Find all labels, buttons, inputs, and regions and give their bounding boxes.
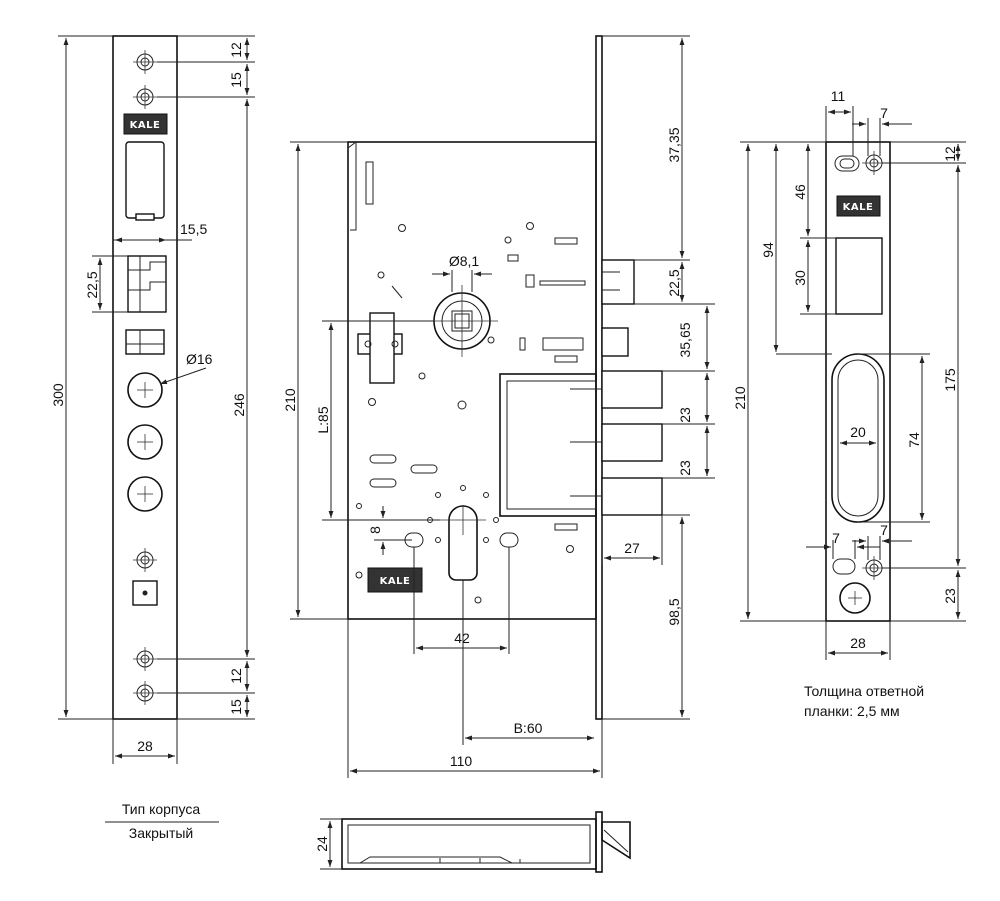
faceplate-screw-hole-4 [133,647,157,671]
svg-text:KALE: KALE [843,202,874,213]
faceplate-logo: KALE [123,113,168,135]
lock-bottom-view: 24 [314,811,631,873]
dim-slot-width: 20 [850,424,866,440]
lock-body-side-view: Ø8,1 [282,35,715,778]
strike-plate-view: KALE 11 7 12 175 [732,88,966,719]
dim-case-depth: 110 [450,753,473,769]
case-type-value: Закрытый [129,825,194,841]
dim-backset: B:60 [514,720,543,736]
dim-faceplate-bottom-12: 12 [228,668,244,684]
dim-strike-width: 28 [850,635,866,651]
dim-strike-94: 94 [760,242,776,258]
faceplate-screw-hole-3 [133,548,157,572]
dim-offset-8: 8 [367,526,383,534]
dim-faceplate-height: 300 [50,383,66,407]
faceplate-deadlatch [125,141,165,219]
strike-latch-window [835,237,883,315]
dim-gap-35: 35,65 [677,322,693,357]
dim-strike-210: 210 [732,386,748,410]
dim-faceplate-top-15: 15 [228,72,244,88]
svg-text:KALE: KALE [380,576,411,587]
lock-latch-protrusion [601,259,635,357]
strike-logo: KALE [836,195,881,217]
dim-strike-11: 11 [831,88,846,104]
lock-deadbolts [570,370,663,516]
dim-latch-travel: 22,5 [666,269,682,296]
faceplate-latch [127,255,167,313]
lock-case-logo: KALE [367,567,423,593]
lock-spindle-hub [426,285,498,357]
faceplate-outline [112,35,178,720]
dim-hole-spacing: 42 [454,630,470,646]
dim-top-offset: 37,35 [666,127,682,162]
dim-strike-12: 12 [942,146,958,162]
dim-bolt-throw: 27 [624,540,640,556]
case-type-legend: Тип корпуса Закрытый [105,801,219,841]
dim-faceplate-width: 28 [137,738,153,754]
strike-top-slot [834,155,860,172]
faceplate-screw-hole-2 [133,85,157,109]
lock-bolt-window [499,373,597,517]
lock-cylinder-hole [440,505,486,581]
strike-cam-hole [839,582,871,614]
svg-text:KALE: KALE [130,120,161,131]
dim-strike-175: 175 [942,368,958,392]
strike-note-line-1: Толщина ответной [804,683,924,699]
dim-strike-23: 23 [942,588,958,604]
dim-faceplate-top-12: 12 [228,42,244,58]
faceplate-screw-hole-1 [133,50,157,74]
strike-plate-outline [825,141,891,622]
dim-latch-height: 22,5 [84,271,100,298]
dim-case-thickness: 24 [314,836,330,852]
dim-bolt-pitch-1: 23 [677,407,693,423]
lock-front-plate [595,35,603,720]
dim-case-height: 210 [282,388,298,412]
faceplate-bolt-2 [127,424,163,460]
dim-strike-7-top: 7 [880,105,888,121]
faceplate-latch-aux [125,329,165,355]
lock-case-holes [355,222,574,604]
dim-latch-width: 15,5 [180,221,207,237]
lock-lever-block [357,312,403,384]
dim-bottom-offset: 98,5 [666,598,682,625]
strike-note-line-2: планки: 2,5 мм [804,703,900,719]
strike-bottom-slot [832,558,856,575]
faceplate-cam-square [132,580,158,606]
faceplate-screw-hole-5 [133,681,157,705]
dim-bolt-diameter: Ø16 [186,351,213,367]
case-type-label: Тип корпуса [122,801,201,817]
faceplate-bolt-1 [127,372,163,408]
dim-strike-46: 46 [792,184,808,200]
dim-center-distance: L:85 [315,406,331,433]
faceplate-bolt-3 [127,476,163,512]
dim-faceplate-bottom-15: 15 [228,699,244,715]
faceplate-front-view: KALE [50,35,255,764]
dim-strike-7-left: 7 [832,530,840,546]
dim-bolt-pitch-2: 23 [677,460,693,476]
dim-faceplate-hole-span: 246 [231,393,247,417]
dim-spindle-diameter: Ø8,1 [449,253,480,269]
lock-cylinder-dots [427,485,499,543]
dim-strike-7-right: 7 [880,522,888,538]
dim-slot-height: 74 [906,432,922,448]
bottom-view-outline [341,818,597,870]
dim-strike-30: 30 [792,270,808,286]
